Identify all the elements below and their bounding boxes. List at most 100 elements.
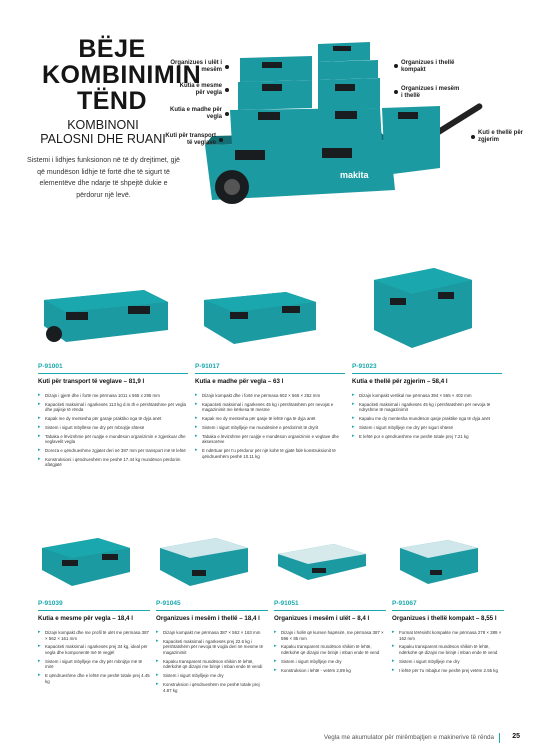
- feature-item: Kapak me dy mentesha për garaje praktiko…: [38, 416, 188, 422]
- feature-item: Konstruksion i lehtë - vetëm 2,89 kg: [274, 668, 386, 674]
- callout-marker: [225, 88, 229, 92]
- feature-item: Kapaciteti maksimal i ngarkesës prej 22.…: [156, 639, 268, 656]
- callout-thin-medium: Organizues i mesëm i thellë: [401, 86, 460, 99]
- feature-item: Kapaku transparent mundëson shikim të le…: [274, 644, 386, 655]
- callout-medium-case: Kutia e mesme për vegla: [179, 83, 222, 96]
- callout-tall-case: Kuti e thellë për zgjerim: [478, 130, 524, 143]
- product-image-tall-case: [374, 268, 472, 348]
- callout-large-case: Kutia e madhe për vegla: [170, 107, 223, 120]
- product-card: P-91067 Organizues i thellë kompakt – 8,…: [392, 600, 504, 676]
- section-divider: [274, 610, 386, 611]
- callout-thin-compact: Organizues i thellë kompakt: [401, 60, 455, 73]
- product-title: Kuti për transport të veglave – 81,9 l: [38, 378, 145, 385]
- feature-item: Dizajn kompakt me përmasa 387 × 562 × 16…: [156, 630, 268, 636]
- feature-list: Dizajn kompakt dhe me profil të ulët me …: [38, 630, 150, 684]
- feature-list: Dizajn kompakt vertikal me përmasa 394 ×…: [352, 393, 502, 439]
- feature-item: Dizajn i hollë që kursen hapësirë, me pë…: [274, 630, 386, 641]
- section-divider: [38, 610, 150, 611]
- feature-item: Dizajn kompakt dhe i fortë me përmasa 60…: [195, 393, 345, 399]
- product-title: Organizues i thellë kompakt – 8,55 l: [392, 615, 497, 622]
- product-code: P-91045: [156, 600, 181, 607]
- footer-divider: [499, 733, 500, 743]
- feature-item: E ndërtuar për t'u përdorur për një kohë…: [195, 448, 345, 459]
- product-image-organizer-compact: [400, 540, 478, 584]
- product-title: Organizues i mesëm i ulët – 8,4 l: [274, 615, 370, 622]
- section-divider: [38, 373, 188, 374]
- feature-item: Konstruksioni i qëndrueshëm me peshë 17.…: [38, 457, 188, 468]
- section-divider: [156, 610, 268, 611]
- feature-item: I lehtë për t'u mbajtur me peshë prej ve…: [392, 668, 504, 674]
- feature-item: Dizajn i gjerë dhe i fortë me përmasa 10…: [38, 393, 188, 399]
- feature-item: Sistem i sigurt mbylljeje me mundësinë e…: [195, 425, 345, 431]
- feature-item: Kapaciteti maksimal i ngarkesës 45 kg i …: [195, 402, 345, 413]
- page-subtitle: KOMBINONI PALOSNI DHE RUANI: [28, 118, 178, 146]
- callout-small-case: Organizues i ulët i mesëm: [170, 60, 222, 73]
- feature-item: Sistem i sigurt mbylljeje me dry: [392, 659, 504, 665]
- feature-list: Format tërësisht kompakte me përmasa 278…: [392, 630, 504, 673]
- product-card: P-91023 Kutia e thellë për zgjerim – 58,…: [352, 363, 502, 443]
- product-title: Organizues i mesëm i thellë – 18,4 l: [156, 615, 260, 622]
- product-title: Kutia e mesme për vegla – 18,4 l: [38, 615, 133, 622]
- feature-item: Kapaciteti maksimal i ngarkesës prej 34 …: [38, 644, 150, 655]
- feature-item: Kapak me dy mentesha për qasje të lehtë …: [195, 416, 345, 422]
- product-image-organizer-medium-deep: [160, 538, 248, 586]
- feature-list: Dizajn i gjerë dhe i fortë me përmasa 10…: [38, 393, 188, 468]
- subtitle-line: KOMBINONI: [67, 118, 139, 132]
- callout-transport-case: Kuti për transport të veglave: [165, 133, 216, 146]
- product-code: P-91017: [195, 363, 220, 370]
- feature-item: Kapaku me dy mentesha mundëson qasje pra…: [352, 416, 502, 422]
- feature-item: Sistem i sigurt mbylljeje me dry: [274, 659, 386, 665]
- stacked-cases-illustration: makita: [205, 42, 483, 204]
- feature-item: Tabaka e lëvizshme për ruajtje e mundëso…: [195, 434, 345, 445]
- product-code: P-91067: [392, 600, 417, 607]
- feature-item: Sistem i sigurt mbylljeje me dry për sig…: [352, 425, 502, 431]
- product-card: P-91051 Organizues i mesëm i ulët – 8,4 …: [274, 600, 386, 676]
- feature-list: Dizajn i hollë që kursen hapësirë, me pë…: [274, 630, 386, 673]
- callout-marker: [471, 135, 475, 139]
- feature-item: Kapaciteti maksimal i ngarkesës 45 kg i …: [352, 402, 502, 413]
- callout-marker: [394, 64, 398, 68]
- feature-item: E qëndrueshme dhe e lehtë me peshë total…: [38, 673, 150, 684]
- title-line: KOMBINIMIN: [42, 61, 202, 89]
- feature-item: Dizajn kompakt dhe me profil të ulët me …: [38, 630, 150, 641]
- product-card: P-91039 Kutia e mesme për vegla – 18,4 l…: [38, 600, 150, 688]
- feature-item: Sistem i sigurt mbylljeje me dry për mbr…: [38, 659, 150, 670]
- product-card: P-91045 Organizues i mesëm i thellë – 18…: [156, 600, 268, 696]
- title-line: TËND: [76, 87, 148, 115]
- section-divider: [195, 373, 345, 374]
- title-line: BËJE: [78, 35, 146, 63]
- svg-text:makita: makita: [340, 170, 370, 180]
- footer-caption: Vegla me akumulator për mirëmbajtjen e m…: [323, 734, 494, 741]
- product-image-medium-case: [42, 538, 130, 586]
- product-code: P-91051: [274, 600, 299, 607]
- feature-item: Kapaciteti maksimal i ngarkesës 113 kg d…: [38, 402, 188, 413]
- trolley-stack: makita: [205, 42, 483, 204]
- feature-item: Doreza e qëndrueshme zgjatet deri në 387…: [38, 448, 188, 454]
- feature-list: Dizajn kompakt dhe i fortë me përmasa 60…: [195, 393, 345, 459]
- section-divider: [392, 610, 504, 611]
- feature-list: Dizajn kompakt me përmasa 387 × 562 × 16…: [156, 630, 268, 693]
- callout-marker: [219, 138, 223, 142]
- product-image-large-case: [204, 292, 316, 344]
- feature-item: Sistem i sigurt mbylljeje me dry: [156, 673, 268, 679]
- feature-item: Kapaku transparent mundëson shikim të le…: [156, 659, 268, 670]
- feature-item: Dizajn kompakt vertikal me përmasa 394 ×…: [352, 393, 502, 399]
- page-title: BËJE KOMBINIMIN TËND: [42, 35, 202, 115]
- feature-item: Sistem i sigurt mbyllëse me dry për mbro…: [38, 425, 188, 431]
- product-card: P-91017 Kutia e madhe për vegla – 63 l D…: [195, 363, 345, 462]
- section-divider: [352, 373, 502, 374]
- product-code: P-91001: [38, 363, 63, 370]
- feature-item: Format tërësisht kompakte me përmasa 278…: [392, 630, 504, 641]
- feature-item: E lehtë por e qëndrueshme me peshë total…: [352, 434, 502, 440]
- callout-marker: [225, 112, 229, 116]
- product-code: P-91039: [38, 600, 63, 607]
- feature-item: Kapaku transparent mundëson shikim të le…: [392, 644, 504, 655]
- callout-marker: [394, 90, 398, 94]
- subtitle-line: PALOSNI DHE RUANI: [40, 132, 166, 146]
- feature-item: Tabaka e lëvizshme për ruajtje e mundëso…: [38, 434, 188, 445]
- product-image-transport-case: [44, 290, 168, 342]
- product-title: Kutia e thellë për zgjerim – 58,4 l: [352, 378, 448, 385]
- product-image-organizer-low: [278, 544, 366, 580]
- page-number: 25: [512, 733, 520, 740]
- product-code: P-91023: [352, 363, 377, 370]
